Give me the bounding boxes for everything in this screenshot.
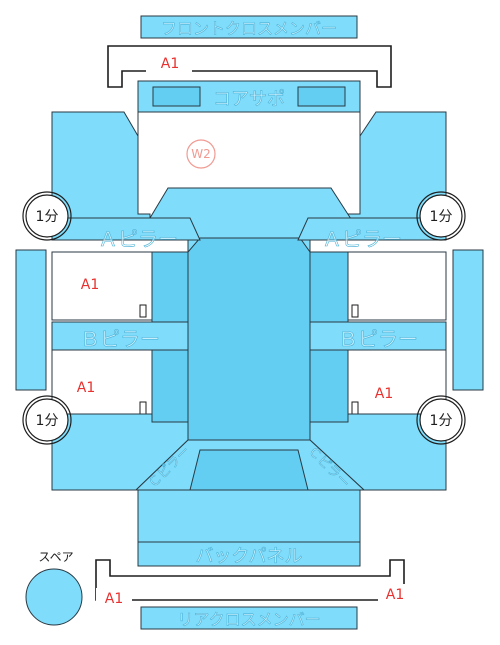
rear-code-mask-left [96,588,132,610]
roof-center [187,237,311,451]
core-support-repair-code: W2 [191,147,211,161]
front-code-mask [146,55,192,72]
left-front-door-latch [139,304,147,318]
back-panel[interactable]: バックパネル [137,489,361,567]
left-side-sill[interactable] [15,249,47,391]
b-pillar-left-label: Ｂピラー [80,327,160,351]
badge-rear-right[interactable]: 1分 [416,395,466,445]
left-front-door-code: A1 [81,277,99,293]
right-front-door[interactable] [347,251,447,321]
right-front-door-latch [351,304,359,318]
a-pillar-left-label: Ａピラー [98,227,178,251]
rear-cross-member-code-left: A1 [105,591,123,607]
badge-rear-left[interactable]: 1分 [22,395,72,445]
left-rear-door-latch [139,401,147,415]
a-pillar-right-label: Ａピラー [322,227,402,251]
badge-front-left[interactable]: 1分 [22,191,72,241]
rear-window-center [189,449,309,491]
b-pillar-left[interactable]: Ｂピラー [51,321,189,351]
front-bracket-line [107,45,392,88]
core-support-repair-mark: W2 [186,139,216,169]
rear-cross-member[interactable]: リアクロスメンバー [140,606,358,630]
right-rear-door-code: A1 [375,386,393,402]
left-rear-door[interactable] [51,349,153,415]
front-cross-member-label: フロントクロスメンバー [161,19,337,38]
rear-code-mask-right [378,584,412,606]
badge-front-left-text: 1分 [36,209,59,225]
right-side-sill[interactable] [452,249,484,391]
front-cross-member-code: A1 [161,56,179,72]
b-pillar-right[interactable]: Ｂピラー [309,321,447,351]
b-pillar-right-label: Ｂピラー [338,327,418,351]
rear-quarter-left[interactable] [51,413,189,491]
rear-cross-member-label: リアクロスメンバー [177,610,320,629]
a-pillar-left[interactable]: Ａピラー [51,217,201,251]
rear-cross-member-code-right: A1 [386,587,404,603]
back-panel-label: バックパネル [195,546,302,567]
spare-tire[interactable] [25,568,83,626]
rear-bracket-line [95,559,405,601]
front-cross-member[interactable]: フロントクロスメンバー [140,15,358,39]
badge-front-right[interactable]: 1分 [416,191,466,241]
right-rear-door-latch [351,401,359,415]
left-rear-door-code: A1 [77,380,95,396]
core-support-label: コアサポ [213,89,285,110]
badge-front-right-text: 1分 [430,209,453,225]
left-front-door[interactable] [51,251,153,321]
badge-rear-left-text: 1分 [36,413,59,429]
badge-rear-right-text: 1分 [430,413,453,429]
spare-label: スペア [38,550,73,564]
core-support[interactable]: コアサポ [137,80,361,113]
